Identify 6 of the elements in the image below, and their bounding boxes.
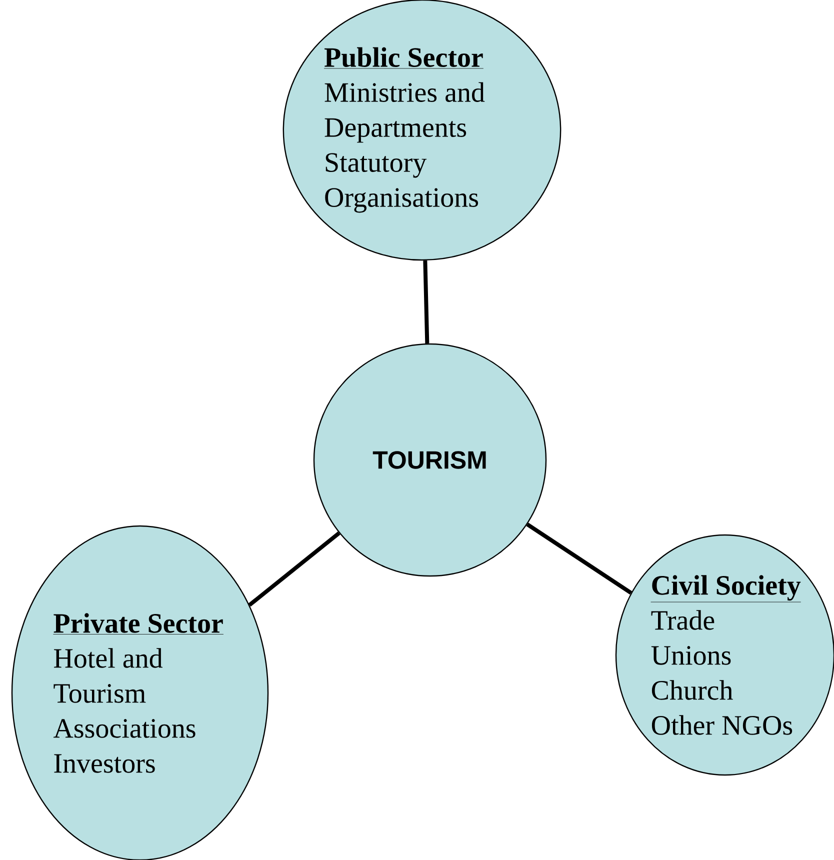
connector-line (423, 260, 430, 344)
circle-node: TOURISM (313, 343, 547, 577)
connector-line (526, 522, 632, 595)
ellipse-node: Civil Society Trade Unions Church Other NGOs (615, 534, 834, 776)
connector-line (248, 531, 340, 607)
ellipse-node: Private Sector Hotel and Tourism Associations Investors (11, 525, 269, 860)
